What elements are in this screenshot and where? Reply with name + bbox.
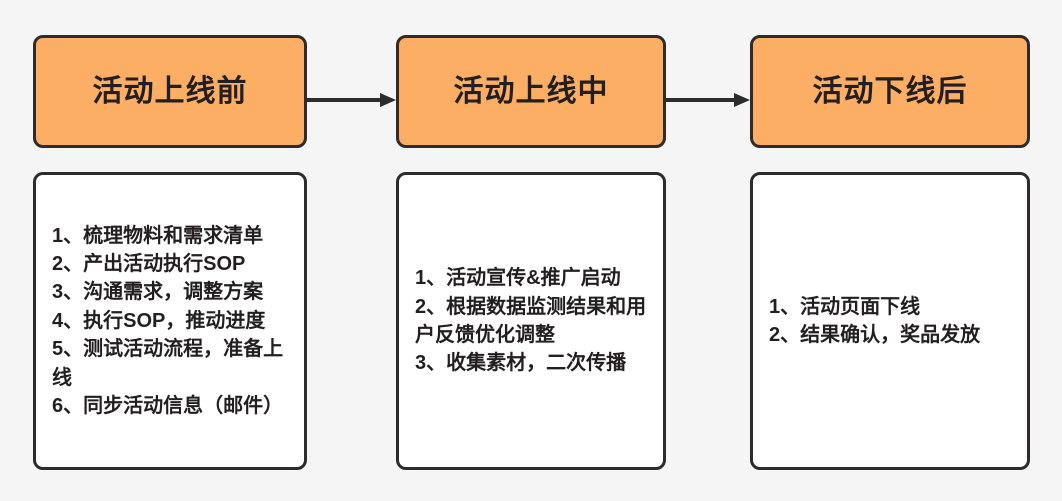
stage-column-3: 活动下线后 1、活动页面下线 2、结果确认，奖品发放 bbox=[750, 0, 1030, 501]
stage-body-box-1[interactable]: 1、梳理物料和需求清单 2、产出活动执行SOP 3、沟通需求，调整方案 4、执行… bbox=[33, 172, 307, 470]
stage-body-box-3[interactable]: 1、活动页面下线 2、结果确认，奖品发放 bbox=[750, 172, 1030, 470]
task-item: 5、测试活动流程，准备上线 bbox=[52, 338, 284, 389]
arrow-head-icon bbox=[734, 93, 750, 107]
arrow-head-icon bbox=[380, 93, 396, 107]
stage-column-2: 活动上线中 1、活动宣传&推广启动 2、根据数据监测结果和用户反馈优化调整 3、… bbox=[396, 0, 666, 501]
stage-header-label-1: 活动上线前 bbox=[92, 74, 248, 108]
connector-arrow-1 bbox=[307, 93, 396, 107]
stage-header-box-1[interactable]: 活动上线前 bbox=[33, 35, 307, 148]
arrow-line bbox=[666, 98, 737, 102]
task-item: 6、同步活动信息（邮件） bbox=[52, 394, 284, 417]
task-item: 2、根据数据监测结果和用户反馈优化调整 bbox=[415, 295, 647, 346]
task-list-3: 1、活动页面下线 2、结果确认，奖品发放 bbox=[769, 293, 1013, 350]
task-item: 2、结果确认，奖品发放 bbox=[769, 324, 981, 346]
stage-body-box-2[interactable]: 1、活动宣传&推广启动 2、根据数据监测结果和用户反馈优化调整 3、收集素材，二… bbox=[396, 172, 666, 470]
stage-header-label-2: 活动上线中 bbox=[453, 74, 609, 108]
task-item: 4、执行SOP，推动进度 bbox=[52, 309, 266, 332]
task-item: 1、梳理物料和需求清单 bbox=[52, 224, 264, 247]
arrow-line bbox=[307, 98, 383, 102]
task-item: 3、收集素材，二次传播 bbox=[415, 352, 627, 375]
task-list-2: 1、活动宣传&推广启动 2、根据数据监测结果和用户反馈优化调整 3、收集素材，二… bbox=[415, 264, 649, 378]
task-item: 1、活动页面下线 bbox=[769, 295, 921, 318]
task-list-1: 1、梳理物料和需求清单 2、产出活动执行SOP 3、沟通需求，调整方案 4、执行… bbox=[52, 222, 290, 421]
stage-header-box-2[interactable]: 活动上线中 bbox=[396, 35, 666, 148]
stage-header-label-3: 活动下线后 bbox=[812, 74, 968, 108]
task-item: 3、沟通需求，调整方案 bbox=[52, 281, 264, 304]
stage-column-1: 活动上线前 1、梳理物料和需求清单 2、产出活动执行SOP 3、沟通需求，调整方… bbox=[33, 0, 307, 501]
task-item: 2、产出活动执行SOP bbox=[52, 253, 246, 276]
stage-header-box-3[interactable]: 活动下线后 bbox=[750, 35, 1030, 148]
task-item: 1、活动宣传&推广启动 bbox=[415, 267, 621, 290]
connector-arrow-2 bbox=[666, 93, 750, 107]
